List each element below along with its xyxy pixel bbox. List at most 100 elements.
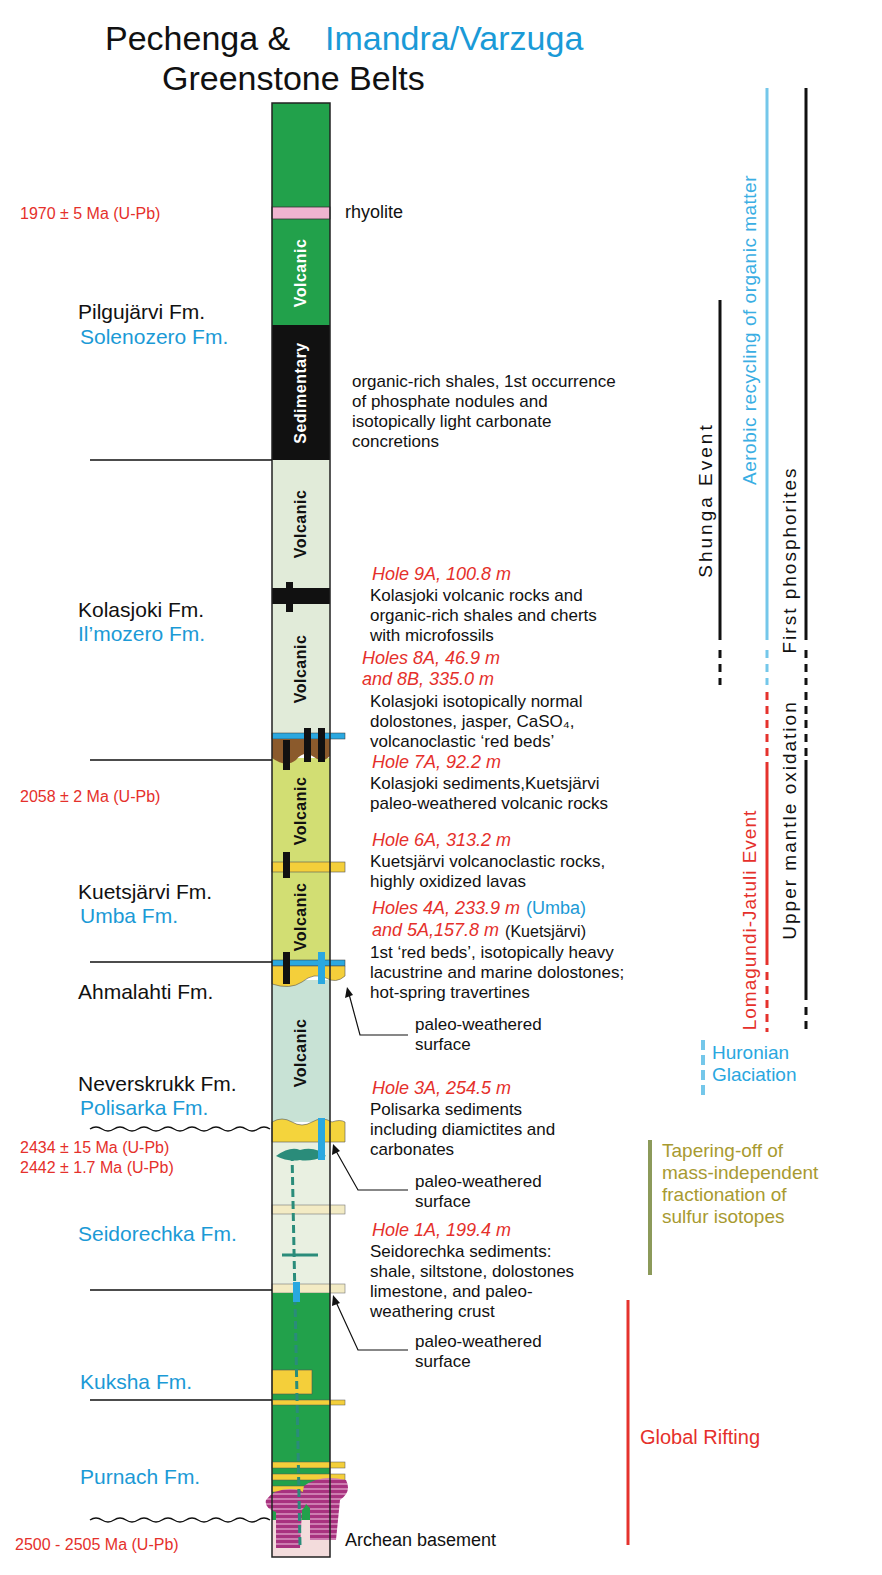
range-label: First phosphorites xyxy=(779,466,801,653)
text-label: Kolasjoki isotopically normal dolostones… xyxy=(370,692,620,752)
range-bar xyxy=(766,692,769,765)
text-label: Global Rifting xyxy=(640,1425,760,1449)
range-bar xyxy=(805,692,808,760)
strata-band: Sedimentary xyxy=(272,325,330,460)
text-label: paleo-weathered surface xyxy=(415,1332,550,1372)
text-label: paleo-weathered surface xyxy=(415,1172,550,1212)
unconformity-line xyxy=(90,1518,270,1522)
column-outline xyxy=(272,103,330,1557)
boundary-line xyxy=(90,961,272,963)
text-label: and 5A,157.8 m xyxy=(372,920,499,941)
range-bar xyxy=(805,650,808,685)
boundary-line xyxy=(90,1399,272,1401)
text-label: Huronian xyxy=(712,1042,789,1064)
range-label: Lomagundi-Jatuli Event xyxy=(739,810,761,1031)
text-label: (Umba) xyxy=(526,898,586,919)
text-label: Hole 9A, 100.8 m xyxy=(372,564,511,585)
range-label: Aerobic recycling of organic matter xyxy=(739,175,761,485)
text-label: Hole 7A, 92.2 m xyxy=(372,752,501,773)
text-label: Seidorechka sediments: shale, siltstone,… xyxy=(370,1242,600,1322)
hole-marker xyxy=(286,582,293,612)
sediment-band xyxy=(272,1205,345,1214)
volcanic-layer xyxy=(272,980,330,1122)
range-bar xyxy=(766,972,769,1032)
hole-marker xyxy=(304,728,311,762)
text-label: Hole 3A, 254.5 m xyxy=(372,1078,511,1099)
sedimentary-layer xyxy=(272,325,330,460)
text-label: 1970 ± 5 Ma (U-Pb) xyxy=(20,204,160,224)
rhyolite-band xyxy=(272,207,330,219)
hole-marker xyxy=(283,852,290,878)
range-label: Upper mantle oxidation xyxy=(779,700,801,939)
sediment-band xyxy=(272,1400,345,1405)
text-label: Kuksha Fm. xyxy=(80,1370,192,1394)
boundary-line xyxy=(90,759,272,761)
unconformity-line xyxy=(90,1127,270,1131)
text-label: (Kuetsjärvi) xyxy=(505,921,586,942)
sediment-band xyxy=(272,1462,345,1468)
arrowhead xyxy=(332,1295,340,1306)
text-label: Il’mozero Fm. xyxy=(78,622,205,646)
hole-marker xyxy=(293,1282,300,1302)
band-label: Volcanic xyxy=(292,883,310,952)
shale-band xyxy=(272,588,330,604)
text-label: Kuetsjärvi Fm. xyxy=(78,880,212,904)
strata-band: Volcanic xyxy=(272,460,330,588)
text-label: 2434 ± 15 Ma (U-Pb) xyxy=(20,1138,169,1158)
range-label: Shunga Event xyxy=(695,422,717,577)
arrowhead xyxy=(345,987,353,998)
hole-marker xyxy=(283,952,290,984)
band-label: Volcanic xyxy=(292,1018,310,1087)
text-label: Holes 8A, 46.9 m and 8B, 335.0 m xyxy=(362,648,527,690)
text-label: Hole 6A, 313.2 m xyxy=(372,830,511,851)
volcanic-layer xyxy=(272,1293,330,1400)
boundary-line xyxy=(90,1289,272,1291)
range-bar xyxy=(805,760,808,1000)
volcanic-layer xyxy=(272,460,330,735)
range-bar xyxy=(805,88,808,640)
text-label: Tapering-off of mass-independent fractio… xyxy=(662,1140,837,1228)
text-label: Kolasjoki sediments,Kuetsjärvi paleo-wea… xyxy=(370,774,620,814)
range-bar xyxy=(719,300,722,640)
text-label: Purnach Fm. xyxy=(80,1465,200,1489)
text-label: 2500 - 2505 Ma (U-Pb) xyxy=(15,1535,179,1555)
sill xyxy=(282,1254,318,1257)
text-label: Kolasjoki volcanic rocks and organic-ric… xyxy=(370,586,610,646)
band-label: Volcanic xyxy=(292,490,310,559)
hole-marker xyxy=(318,1118,325,1160)
intrusion xyxy=(303,1478,348,1540)
hole-marker xyxy=(283,740,290,770)
strata-band: Volcanic xyxy=(272,872,330,962)
text-label: Solenozero Fm. xyxy=(80,325,228,349)
band-label: Volcanic xyxy=(292,634,310,703)
text-label: Holes 4A, 233.9 m xyxy=(372,898,520,919)
range-bar xyxy=(766,650,769,685)
range-bar xyxy=(719,650,722,685)
arrowhead xyxy=(332,1144,340,1155)
volcanic-layer xyxy=(272,758,330,964)
text-label: Pilgujärvi Fm. xyxy=(78,300,205,324)
strata-band: Volcanic xyxy=(272,221,330,325)
band-label: Sedimentary xyxy=(292,342,310,444)
text-label: Kolasjoki Fm. xyxy=(78,598,204,622)
text-label: Archean basement xyxy=(345,1530,496,1551)
range-bar xyxy=(701,1040,705,1100)
range-bar xyxy=(766,88,769,640)
text-label: Polisarka sediments including diamictite… xyxy=(370,1100,590,1160)
band-label: Volcanic xyxy=(292,777,310,846)
text-label: Imandra/Varzuga xyxy=(325,18,583,58)
dolostone-band xyxy=(272,960,345,966)
sediment-band xyxy=(272,1284,345,1293)
diamictite-layer xyxy=(272,1119,345,1142)
band-label: Volcanic xyxy=(292,239,310,308)
range-bar xyxy=(805,1007,808,1035)
strata-band: Volcanic xyxy=(272,604,330,733)
text-label: 2058 ± 2 Ma (U-Pb) xyxy=(20,787,160,807)
text-label: Polisarka Fm. xyxy=(80,1096,208,1120)
strata-band: Volcanic xyxy=(272,985,330,1120)
volcanic-layer xyxy=(272,103,330,325)
strata-band: Volcanic xyxy=(272,760,330,862)
range-bar xyxy=(766,765,769,965)
text-label: Kuetsjärvi volcanoclastic rocks, highly … xyxy=(370,852,620,892)
